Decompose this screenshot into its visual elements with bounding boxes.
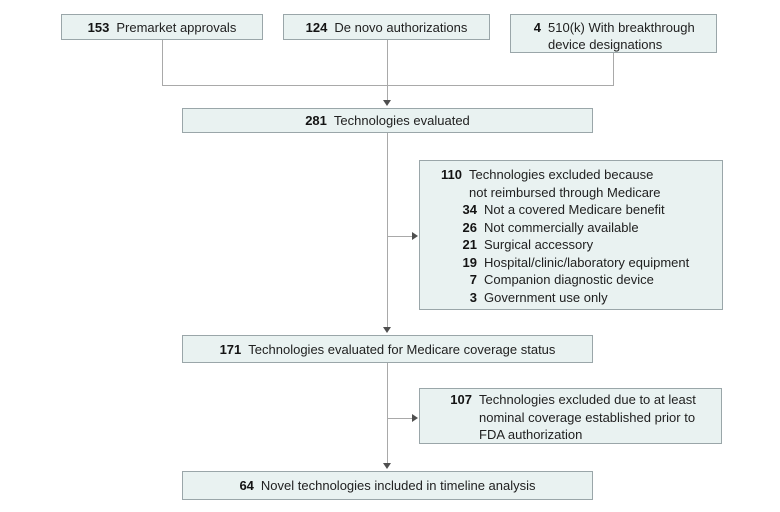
- exclusion1-sub-row: 3 Government use only: [438, 289, 712, 307]
- sub-count: 19: [462, 254, 477, 270]
- exclusion1-count: 110: [441, 167, 462, 182]
- sub-count: 26: [462, 219, 477, 235]
- branch-line-2: [388, 418, 412, 419]
- box-excluded-not-reimbursed: 110 Technologies excluded because not re…: [419, 160, 723, 310]
- evaluated-count: 281: [305, 113, 327, 128]
- exclusion1-sub-row: 21 Surgical accessory: [438, 236, 712, 254]
- exclusion1-sub-row: 34 Not a covered Medicare benefit: [438, 201, 712, 219]
- sub-label: Not a covered Medicare benefit: [484, 202, 665, 217]
- exclusion1-main-row: 110 Technologies excluded because not re…: [438, 166, 712, 201]
- box-excluded-prior-coverage: 107 Technologies excluded due to at leas…: [419, 388, 722, 444]
- premarket-label: Premarket approvals: [116, 19, 237, 35]
- breakthrough-label: 510(k) With breakthrough device designat…: [548, 20, 695, 52]
- exclusion1-sub-row: 19 Hospital/clinic/laboratory equipment: [438, 254, 712, 272]
- arrow-into-final: [383, 463, 391, 469]
- connector-left-drop: [162, 40, 163, 85]
- exclusion1-sub-row: 26 Not commercially available: [438, 219, 712, 237]
- box-de-novo: 124 De novo authorizations: [283, 14, 490, 40]
- branch-line-1: [388, 236, 412, 237]
- arrow-into-exclusion-1: [412, 232, 418, 240]
- de-novo-count: 124: [305, 19, 328, 35]
- arrow-into-medicare: [383, 327, 391, 333]
- breakthrough-count: 4: [533, 20, 541, 35]
- box-premarket-approvals: 153 Premarket approvals: [61, 14, 263, 40]
- sub-label: Not commercially available: [484, 219, 639, 235]
- sub-label: Surgical accessory: [484, 237, 594, 252]
- arrow-into-exclusion-2: [412, 414, 418, 422]
- box-510k-breakthrough: 4 510(k) With breakthrough device design…: [510, 14, 717, 53]
- sub-count: 7: [469, 272, 477, 287]
- connector-right-drop: [613, 53, 614, 85]
- de-novo-label: De novo authorizations: [334, 19, 468, 35]
- exclusion2-count: 107: [450, 392, 472, 407]
- medicare-count: 171: [219, 341, 242, 357]
- connector-stem-1: [387, 133, 388, 327]
- evaluated-label: Technologies evaluated: [333, 113, 470, 128]
- final-label: Novel technologies included in timeline …: [260, 478, 536, 493]
- connector-merge-bar: [162, 85, 614, 86]
- exclusion1-reason: Technologies excluded because not reimbu…: [469, 167, 661, 200]
- arrow-into-evaluated: [383, 100, 391, 106]
- premarket-count: 153: [87, 19, 110, 35]
- final-count: 64: [239, 478, 254, 493]
- sub-label: Government use only: [484, 289, 608, 305]
- connector-stem-2: [387, 363, 388, 463]
- sub-label: Hospital/clinic/laboratory equipment: [484, 254, 690, 270]
- sub-count: 3: [469, 289, 477, 305]
- medicare-label: Technologies evaluated for Medicare cove…: [248, 341, 556, 357]
- box-medicare-coverage: 171 Technologies evaluated for Medicare …: [182, 335, 593, 363]
- sub-label: Companion diagnostic device: [484, 272, 654, 287]
- sub-count: 21: [462, 237, 477, 252]
- exclusion1-sub-row: 7 Companion diagnostic device: [438, 271, 712, 289]
- exclusion2-reason: Technologies excluded due to at least no…: [479, 392, 696, 442]
- sub-count: 34: [462, 202, 477, 217]
- connector-center-stem: [387, 40, 388, 100]
- box-technologies-evaluated: 281 Technologies evaluated: [182, 108, 593, 133]
- box-final-analysis: 64 Novel technologies included in timeli…: [182, 471, 593, 500]
